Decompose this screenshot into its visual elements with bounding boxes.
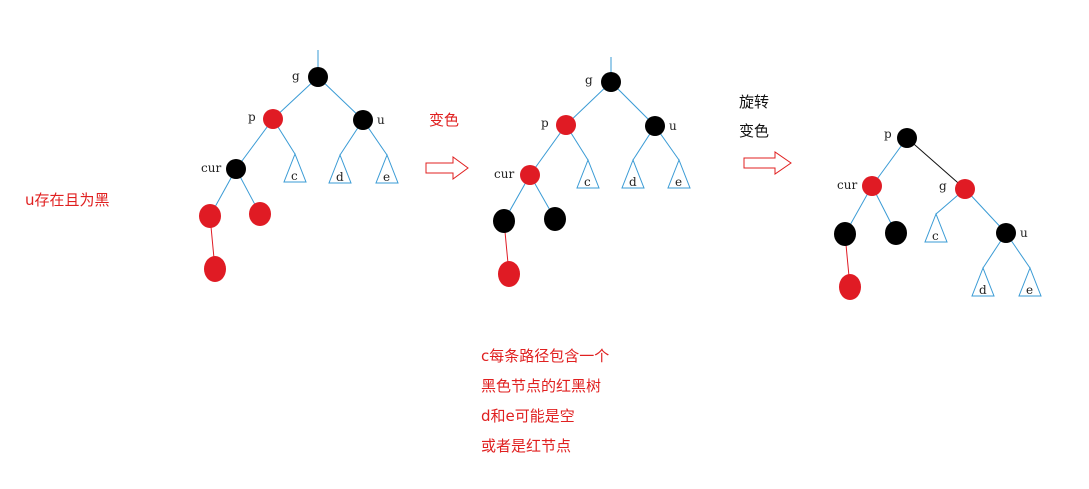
step-recolor-label: 变色 (429, 111, 460, 129)
node-g (955, 179, 975, 199)
step-rotate-label: 旋转 (739, 93, 770, 111)
node-g (601, 72, 621, 92)
label-cur: cur (201, 161, 221, 175)
node-cur-left (834, 222, 856, 246)
label-e: e (1026, 283, 1033, 297)
label-g: g (939, 179, 947, 193)
label-p: p (884, 127, 892, 141)
label-g: g (292, 69, 300, 83)
label-e: e (675, 175, 682, 189)
label-cur: cur (494, 167, 514, 181)
node-grandchild (839, 274, 861, 300)
subtree-c (283, 152, 307, 183)
arrow-right-icon (743, 151, 792, 175)
subtree-e (667, 158, 691, 189)
subtree-d (621, 158, 645, 189)
subtree-e (375, 153, 399, 184)
subtree-c (924, 212, 948, 243)
bottom-note-line: d和e可能是空 (481, 407, 575, 425)
subtree-d (971, 266, 995, 297)
bottom-note-line: 或者是红节点 (481, 437, 572, 455)
label-d: d (979, 283, 987, 297)
node-cur (226, 159, 246, 179)
node-u (996, 223, 1016, 243)
label-u: u (377, 113, 385, 127)
label-g: g (585, 73, 593, 87)
subtree-e (1018, 266, 1042, 297)
node-grandchild (204, 256, 226, 282)
node-p (897, 128, 917, 148)
node-u (645, 116, 665, 136)
node-g (308, 67, 328, 87)
label-c: c (584, 175, 591, 189)
label-cur: cur (837, 178, 857, 192)
node-cur-right (885, 221, 907, 245)
label-d: d (629, 175, 637, 189)
label-e: e (383, 170, 390, 184)
label-p: p (541, 116, 549, 130)
node-cur (862, 176, 882, 196)
node-cur-left (199, 204, 221, 228)
node-p (263, 109, 283, 129)
node-u (353, 110, 373, 130)
label-d: d (336, 170, 344, 184)
node-cur-left (493, 209, 515, 233)
node-grandchild (498, 261, 520, 287)
diagram-2: g p u cur c d e (493, 57, 691, 287)
subtree-c (576, 158, 600, 189)
step-recolor2-label: 变色 (739, 122, 770, 140)
node-cur-right (249, 202, 271, 226)
node-cur-right (544, 207, 566, 231)
bottom-note-line: 黑色节点的红黑树 (481, 377, 602, 395)
node-cur (520, 165, 540, 185)
node-p (556, 115, 576, 135)
subtree-d (328, 153, 352, 184)
label-u: u (669, 119, 677, 133)
diagram-1: g p u cur c d e (199, 50, 399, 282)
label-p: p (248, 110, 256, 124)
label-c: c (291, 169, 298, 183)
diagram-3: p cur g u c d e (834, 127, 1042, 300)
bottom-note-line: c每条路径包含一个 (481, 347, 610, 365)
label-c: c (932, 229, 939, 243)
left-note: u存在且为黑 (25, 191, 110, 209)
arrow-right-icon (425, 156, 469, 180)
label-u: u (1020, 226, 1028, 240)
